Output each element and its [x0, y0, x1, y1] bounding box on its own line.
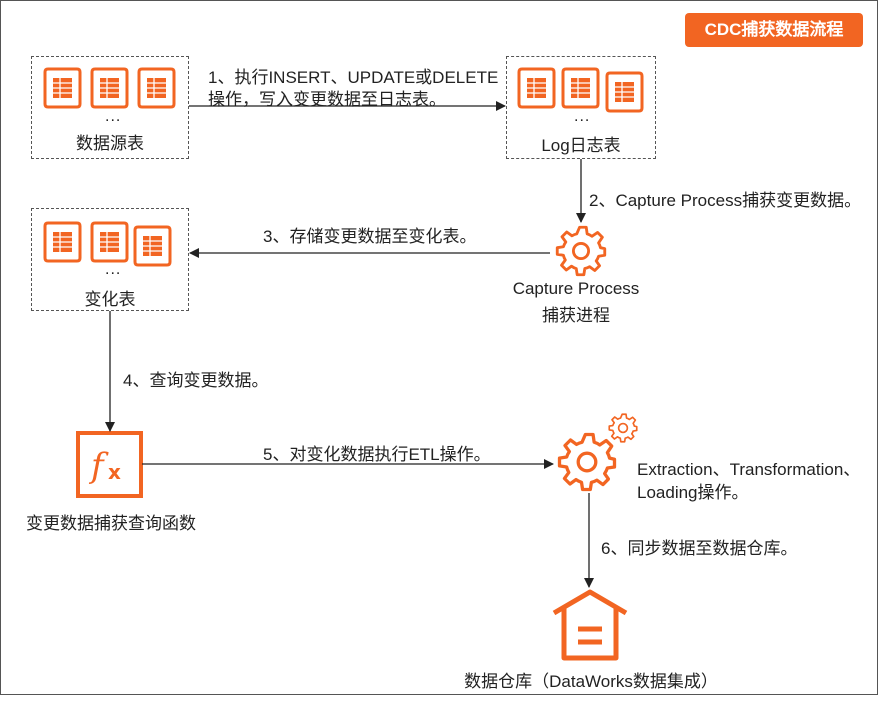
source-table-label: 数据源表 [76, 134, 144, 153]
etl-gears-icon [557, 413, 638, 492]
capture-process-label-line2: 捕获进程 [542, 306, 610, 325]
change-table-icons [43, 221, 172, 267]
log-table-box [506, 56, 656, 159]
source-ellipsis: ... [105, 108, 122, 125]
function-fx-icon: f x [76, 431, 143, 498]
step4-label: 4、查询变更数据。 [123, 371, 269, 390]
step2-label: 2、Capture Process捕获变更数据。 [589, 191, 862, 210]
capture-process-label-line1: Capture Process [512, 279, 640, 298]
step1-label-line2: 操作，写入变更数据至日志表。 [208, 90, 446, 109]
source-table-icons [43, 67, 176, 109]
svg-text:f: f [88, 446, 109, 486]
change-table-label: 变化表 [84, 290, 136, 309]
log-ellipsis: ... [574, 108, 591, 125]
diagram-canvas: CDC捕获数据流程 ... 数据源表 ... Log日志表 ... 变化表 1、… [0, 0, 878, 695]
etl-label-line1: Extraction、Transformation、 [637, 460, 861, 479]
log-table-icons [517, 67, 644, 113]
step5-label: 5、对变化数据执行ETL操作。 [263, 445, 491, 464]
step1-label-line1: 1、执行INSERT、UPDATE或DELETE [208, 68, 499, 87]
step3-label: 3、存储变更数据至变化表。 [263, 227, 477, 246]
log-table-label: Log日志表 [541, 136, 621, 155]
diagram-graphics: f x [43, 67, 644, 661]
step6-label: 6、同步数据至数据仓库。 [601, 539, 798, 558]
etl-label-line2: Loading操作。 [637, 483, 749, 502]
diagram-title: CDC捕获数据流程 [685, 13, 863, 47]
change-table-box [31, 208, 189, 311]
warehouse-icon [552, 589, 628, 661]
source-table-box [31, 56, 189, 159]
capture-gear-icon [555, 225, 607, 277]
change-ellipsis: ... [105, 261, 122, 278]
function-label: 变更数据捕获查询函数 [26, 514, 196, 533]
warehouse-label: 数据仓库（DataWorks数据集成） [464, 672, 718, 691]
svg-text:x: x [108, 460, 121, 484]
